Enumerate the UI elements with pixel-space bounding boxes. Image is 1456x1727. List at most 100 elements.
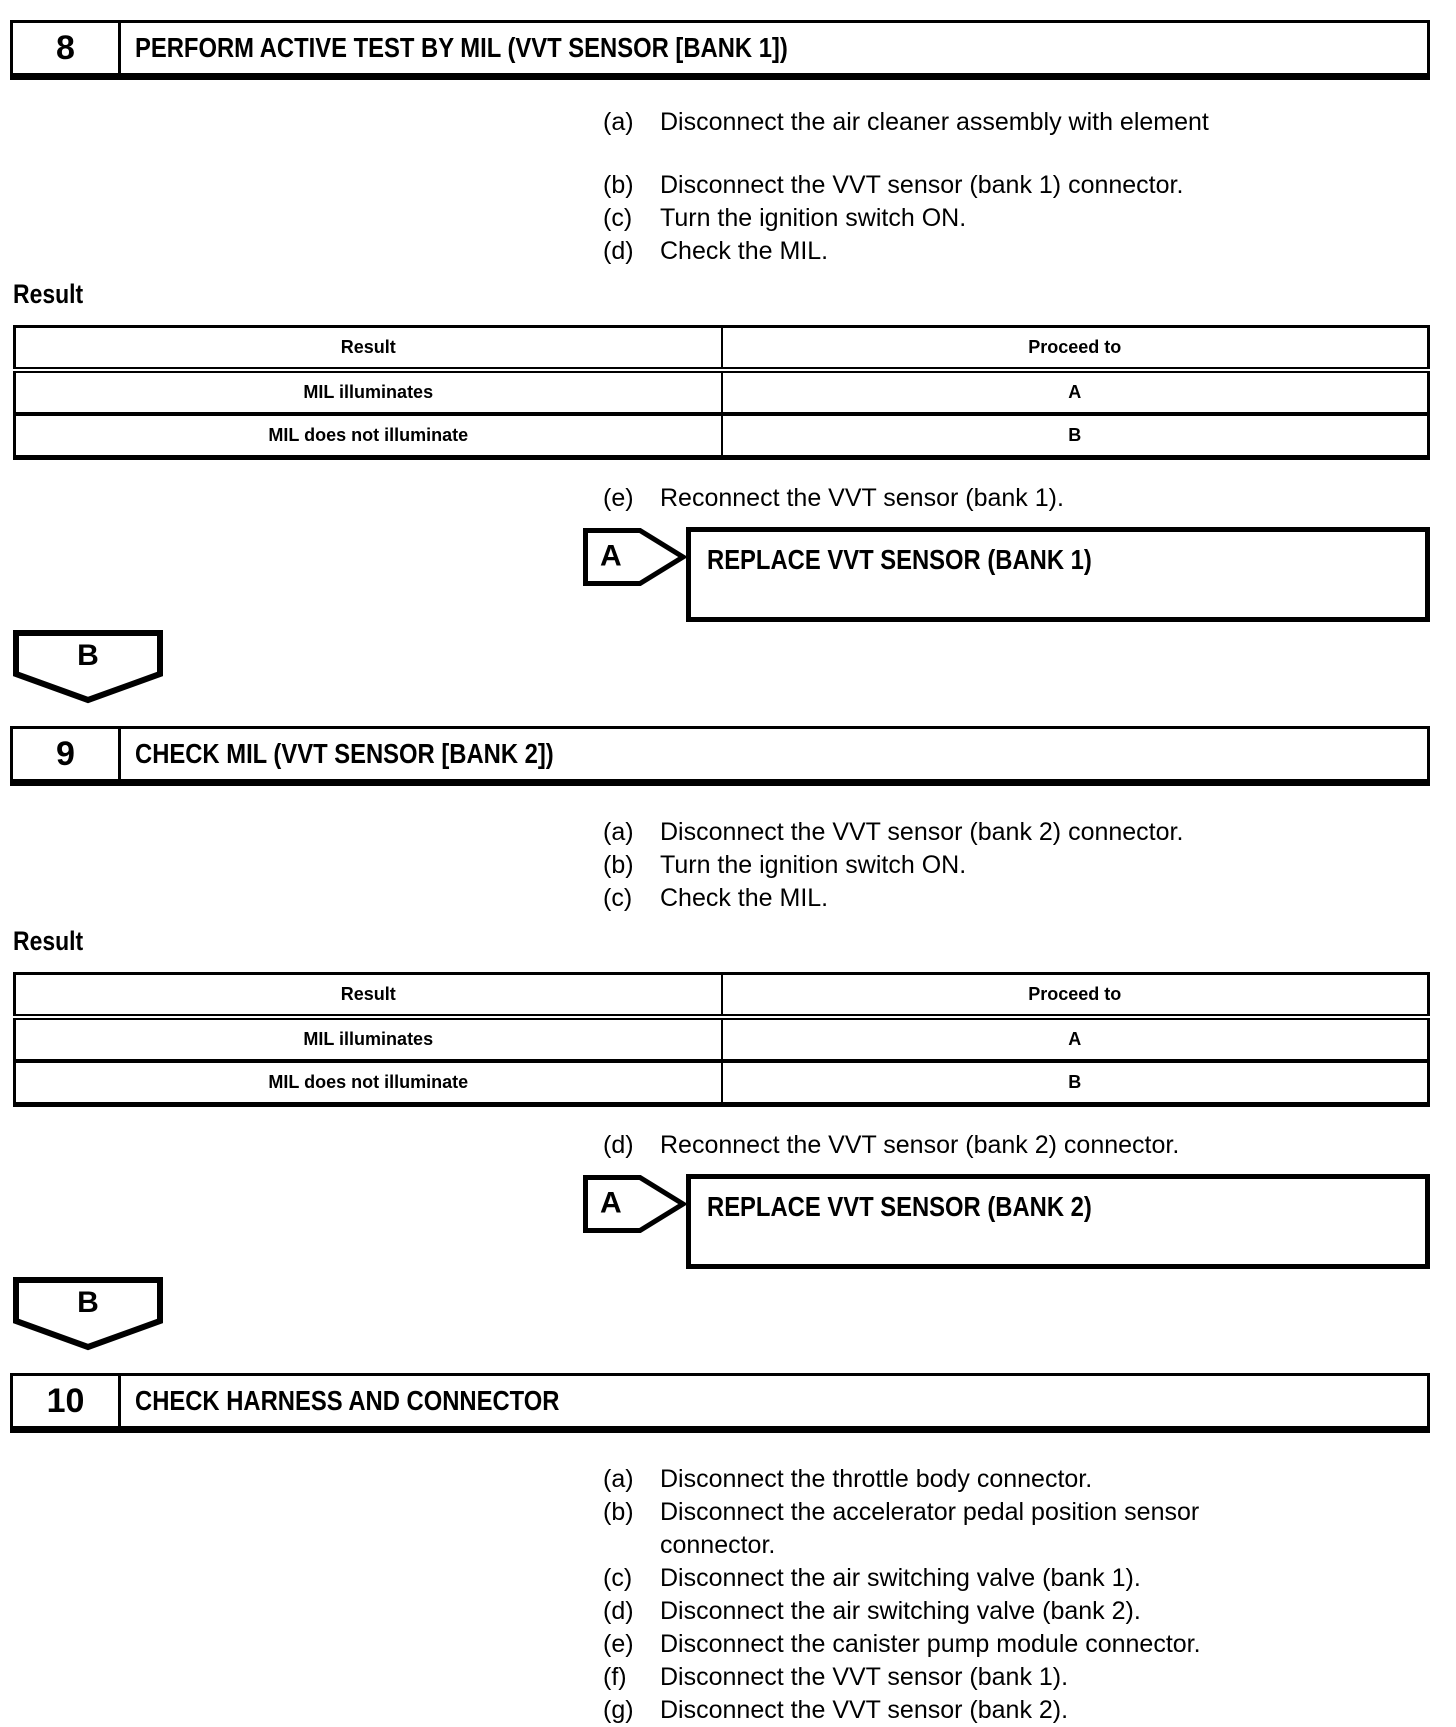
step-number: 8 bbox=[13, 23, 121, 73]
decision-row: A REPLACE VVT SENSOR (BANK 1) bbox=[583, 527, 1456, 622]
action-title: REPLACE VVT SENSOR (BANK 1) bbox=[707, 544, 1092, 575]
step-item-label: (g) bbox=[603, 1696, 634, 1724]
procedure-step: (d) Check the MIL. bbox=[603, 235, 1456, 268]
step-item-text: Disconnect the VVT sensor (bank 1) conne… bbox=[660, 171, 1184, 199]
step-item-label: (d) bbox=[603, 237, 634, 265]
table-row: MIL does not illuminate B bbox=[15, 1061, 1429, 1105]
result-cell: MIL does not illuminate bbox=[268, 1072, 469, 1092]
result-heading: Result bbox=[13, 279, 84, 309]
step-item-label: (c) bbox=[603, 1564, 633, 1592]
step-number: 9 bbox=[13, 729, 121, 779]
step-list: (a) Disconnect the air cleaner assembly … bbox=[603, 106, 1456, 268]
step-item-text: Check the MIL. bbox=[660, 884, 829, 912]
step-list: (e) Reconnect the VVT sensor (bank 1). bbox=[603, 482, 1456, 515]
step-item-label: (a) bbox=[603, 108, 634, 136]
down-pentagon-icon bbox=[13, 630, 163, 704]
step-header: 10 CHECK HARNESS AND CONNECTOR bbox=[10, 1373, 1430, 1433]
step-item-label: (e) bbox=[603, 484, 634, 512]
proceed-column-header: Proceed to bbox=[720, 326, 1429, 373]
action-box: REPLACE VVT SENSOR (BANK 2) bbox=[686, 1174, 1430, 1269]
step-number: 10 bbox=[13, 1376, 121, 1426]
procedure-step: (a) Disconnect the air cleaner assembly … bbox=[603, 106, 1456, 139]
right-arrow-icon bbox=[583, 528, 686, 586]
decision-label: A bbox=[600, 539, 622, 573]
step-title-text: CHECK HARNESS AND CONNECTOR bbox=[135, 1385, 560, 1416]
step-item-text: Disconnect the accelerator pedal positio… bbox=[660, 1498, 1200, 1559]
step-title: CHECK HARNESS AND CONNECTOR bbox=[121, 1376, 1427, 1426]
result-cell: MIL illuminates bbox=[14, 1017, 722, 1063]
procedure-section-8: 8 PERFORM ACTIVE TEST BY MIL (VVT SENSOR… bbox=[0, 20, 1456, 704]
proceed-column-header: Proceed to bbox=[720, 973, 1429, 1020]
result-heading: Result bbox=[13, 926, 84, 956]
decision-label: A bbox=[600, 1186, 622, 1220]
procedure-step: (b) Disconnect the VVT sensor (bank 1) c… bbox=[603, 169, 1456, 202]
procedure-step: (b) Disconnect the accelerator pedal pos… bbox=[603, 1496, 1456, 1562]
procedure-step: (a) Disconnect the VVT sensor (bank 2) c… bbox=[603, 816, 1456, 849]
step-item-label: (a) bbox=[603, 818, 634, 846]
proceed-cell: B bbox=[720, 1061, 1429, 1105]
step-item-text: Disconnect the VVT sensor (bank 1). bbox=[660, 1663, 1069, 1691]
step-item-text: Check the MIL. bbox=[660, 237, 829, 265]
procedure-step: (c) Turn the ignition switch ON. bbox=[603, 202, 1456, 235]
step-item-text: Disconnect the VVT sensor (bank 2) conne… bbox=[660, 818, 1184, 846]
connector-b: B bbox=[13, 1277, 163, 1351]
procedure-step: (e) Disconnect the canister pump module … bbox=[603, 1628, 1456, 1661]
table-row: MIL illuminates A bbox=[14, 1017, 1429, 1063]
action-title: REPLACE VVT SENSOR (BANK 2) bbox=[707, 1191, 1092, 1222]
down-pentagon-icon bbox=[13, 1277, 163, 1351]
step-title-text: CHECK MIL (VVT SENSOR [BANK 2]) bbox=[135, 738, 554, 769]
result-column-header: Result bbox=[14, 326, 722, 373]
step-item-label: (b) bbox=[603, 1498, 634, 1526]
table-row: MIL illuminates A bbox=[14, 370, 1429, 416]
procedure-step: (c) Disconnect the air switching valve (… bbox=[603, 1562, 1456, 1595]
proceed-cell: A bbox=[720, 1017, 1429, 1063]
result-cell: MIL does not illuminate bbox=[268, 425, 469, 445]
procedure-step: (d) Disconnect the air switching valve (… bbox=[603, 1595, 1456, 1628]
step-item-text: Disconnect the throttle body connector. bbox=[660, 1465, 1093, 1493]
procedure-section-10: 10 CHECK HARNESS AND CONNECTOR (a) Disco… bbox=[0, 1373, 1456, 1727]
step-list: (a) Disconnect the throttle body connect… bbox=[603, 1463, 1456, 1727]
step-item-text: Disconnect the air cleaner assembly with… bbox=[660, 108, 1209, 136]
step-item-text: Reconnect the VVT sensor (bank 1). bbox=[660, 484, 1064, 512]
proceed-a-connector: A bbox=[583, 1175, 686, 1233]
result-table: Result Proceed to MIL illuminates A MIL … bbox=[13, 972, 1430, 1107]
table-header-row: Result Proceed to bbox=[14, 326, 1429, 373]
step-item-label: (b) bbox=[603, 171, 634, 199]
procedure-step: (c) Check the MIL. bbox=[603, 882, 1456, 915]
action-box: REPLACE VVT SENSOR (BANK 1) bbox=[686, 527, 1430, 622]
step-title-text: PERFORM ACTIVE TEST BY MIL (VVT SENSOR [… bbox=[135, 32, 788, 63]
procedure-step: (f) Disconnect the VVT sensor (bank 1). bbox=[603, 1661, 1456, 1694]
decision-row: A REPLACE VVT SENSOR (BANK 2) bbox=[583, 1174, 1456, 1269]
step-item-label: (c) bbox=[603, 204, 633, 232]
table-row: MIL does not illuminate B bbox=[15, 414, 1429, 458]
step-item-label: (d) bbox=[603, 1597, 634, 1625]
result-table: Result Proceed to MIL illuminates A MIL … bbox=[13, 325, 1430, 460]
step-item-text: Disconnect the air switching valve (bank… bbox=[660, 1597, 1141, 1625]
proceed-a-connector: A bbox=[583, 528, 686, 586]
connector-b: B bbox=[13, 630, 163, 704]
step-list: (a) Disconnect the VVT sensor (bank 2) c… bbox=[603, 816, 1456, 915]
step-item-text: Reconnect the VVT sensor (bank 2) connec… bbox=[660, 1131, 1180, 1159]
table-header-row: Result Proceed to bbox=[14, 973, 1429, 1020]
step-header: 9 CHECK MIL (VVT SENSOR [BANK 2]) bbox=[10, 726, 1430, 786]
step-list: (d) Reconnect the VVT sensor (bank 2) co… bbox=[603, 1129, 1456, 1162]
step-title: PERFORM ACTIVE TEST BY MIL (VVT SENSOR [… bbox=[121, 23, 1427, 73]
procedure-step: (d) Reconnect the VVT sensor (bank 2) co… bbox=[603, 1129, 1456, 1162]
right-arrow-icon bbox=[583, 1175, 686, 1233]
step-item-text: Disconnect the VVT sensor (bank 2). bbox=[660, 1696, 1069, 1724]
step-item-label: (e) bbox=[603, 1630, 634, 1658]
step-title: CHECK MIL (VVT SENSOR [BANK 2]) bbox=[121, 729, 1427, 779]
proceed-cell: B bbox=[720, 414, 1429, 458]
procedure-step: (a) Disconnect the throttle body connect… bbox=[603, 1463, 1456, 1496]
step-item-text: Disconnect the air switching valve (bank… bbox=[660, 1564, 1141, 1592]
step-item-text: Turn the ignition switch ON. bbox=[660, 851, 967, 879]
procedure-step: (g) Disconnect the VVT sensor (bank 2). bbox=[603, 1694, 1456, 1727]
step-item-label: (d) bbox=[603, 1131, 634, 1159]
step-item-text: Disconnect the canister pump module conn… bbox=[660, 1630, 1201, 1658]
connector-label: B bbox=[77, 1286, 99, 1319]
result-cell: MIL illuminates bbox=[14, 370, 722, 416]
result-column-header: Result bbox=[14, 973, 722, 1020]
step-item-text: Turn the ignition switch ON. bbox=[660, 204, 967, 232]
step-item-label: (f) bbox=[603, 1663, 627, 1691]
proceed-cell: A bbox=[720, 370, 1429, 416]
